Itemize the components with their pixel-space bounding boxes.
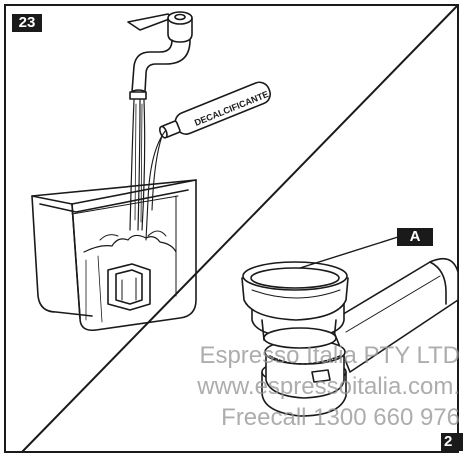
filter-holder-scene bbox=[241, 257, 459, 417]
water-stream bbox=[129, 99, 146, 231]
tank-valve bbox=[107, 263, 151, 311]
faucet-spout bbox=[131, 39, 173, 93]
descaler-bottle bbox=[159, 81, 271, 139]
portafilter-handle bbox=[329, 257, 459, 373]
callout-label-a: A bbox=[397, 228, 433, 246]
water-tank bbox=[31, 179, 197, 332]
figure-number-top: 23 bbox=[12, 14, 42, 32]
watermark: Espresso Italia PTY LTD www.espressoital… bbox=[100, 340, 460, 433]
watermark-phone: Freecall 1300 660 976 bbox=[221, 404, 460, 431]
watermark-website: www.espressoitalia.com. bbox=[197, 373, 460, 400]
watermark-company: Espresso Italia PTY LTD bbox=[199, 342, 460, 369]
callout-leader bbox=[299, 236, 399, 269]
bottle-pour bbox=[145, 129, 167, 241]
figure-number-bottom: 2 bbox=[441, 433, 463, 451]
diagonal-divider bbox=[21, 4, 459, 453]
frame-border bbox=[4, 4, 459, 453]
tank-water bbox=[83, 234, 177, 253]
water-tank-scene bbox=[31, 11, 271, 332]
faucet-handle bbox=[127, 13, 173, 31]
